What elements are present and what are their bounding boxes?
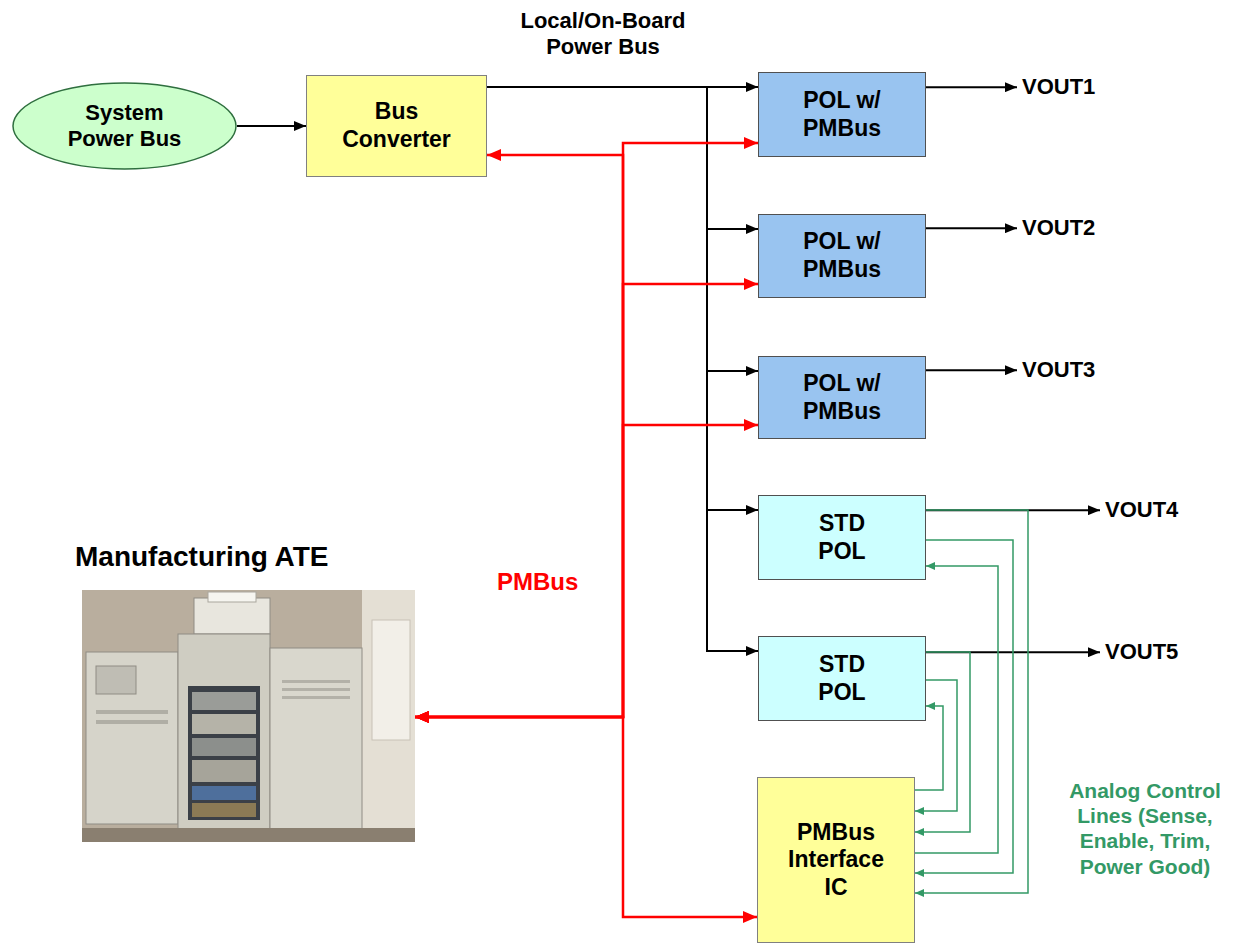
signal-group-note: Analog Control Lines (Sense, Enable, Tri… [1050,778,1240,879]
pmbus-wire [415,155,623,717]
photo-background [82,590,415,842]
rack-module [192,803,256,817]
rack-bay [188,686,260,820]
output-voltage-label: VOUT5 [1105,639,1178,665]
node-label: PMBus Interface IC [781,819,891,902]
node-label: POL w/ PMBus [772,228,912,283]
analog-control-wire [915,566,998,853]
standard-pol-box: STD POL [758,636,926,721]
photo-papers [372,620,410,740]
pmbus-pol-box: POL w/ PMBus [758,72,926,157]
cabinet-vent [96,710,168,714]
printer [194,598,270,634]
photo-floor [82,828,415,842]
pmbus-wire [415,425,758,717]
node-label: STD POL [802,510,882,565]
bus-name-label: Local/On-Board Power Bus [503,8,703,61]
cabinet-vent [282,696,350,699]
rack-module [192,786,256,800]
cabinet-vent [282,688,350,691]
rack-module [192,760,256,782]
pmbus-pol-box: POL w/ PMBus [758,356,926,439]
output-wire [926,369,1017,371]
node-label: System Power Bus [60,100,190,153]
output-voltage-label: VOUT3 [1022,357,1095,383]
bus-name-label: PMBus [497,568,578,597]
cabinet-vent [96,720,168,724]
left-cabinet [86,652,178,824]
output-voltage-label: VOUT2 [1022,215,1095,241]
power-wire [237,125,306,127]
node-label: STD POL [802,651,882,706]
ate-illustration [82,590,415,842]
ate-equipment: Manufacturing ATE [75,540,415,842]
equipment-heading: Manufacturing ATE [75,540,329,574]
output-wire [926,86,1017,88]
analog-control-wire [915,540,1013,873]
output-voltage-label: VOUT1 [1022,74,1095,100]
rack-module [192,738,256,756]
interface-ic-box: PMBus Interface IC [757,777,915,943]
node-label: POL w/ PMBus [772,370,912,425]
cabinet-vent [282,680,350,683]
power-source-ellipse: System Power Bus [12,82,237,170]
output-wire [926,227,1017,229]
pmbus-wire [415,717,757,917]
converter-box: Bus Converter [306,75,487,177]
right-cabinet [270,648,362,830]
output-voltage-label: VOUT4 [1105,497,1178,523]
node-label: Bus Converter [332,98,462,153]
rack-module [192,692,256,710]
standard-pol-box: STD POL [758,495,926,580]
analog-control-wire [915,510,1028,893]
center-rack [178,634,270,830]
ellipse-shape [13,83,236,169]
pmbus-wire [415,284,758,717]
pmbus-pol-box: POL w/ PMBus [758,214,926,298]
node-label: POL w/ PMBus [772,87,912,142]
printer-paper [208,592,256,602]
rack-module [192,714,256,734]
pmbus-wire [415,143,758,717]
photo-wall [362,590,415,842]
cabinet-panel [96,666,136,694]
